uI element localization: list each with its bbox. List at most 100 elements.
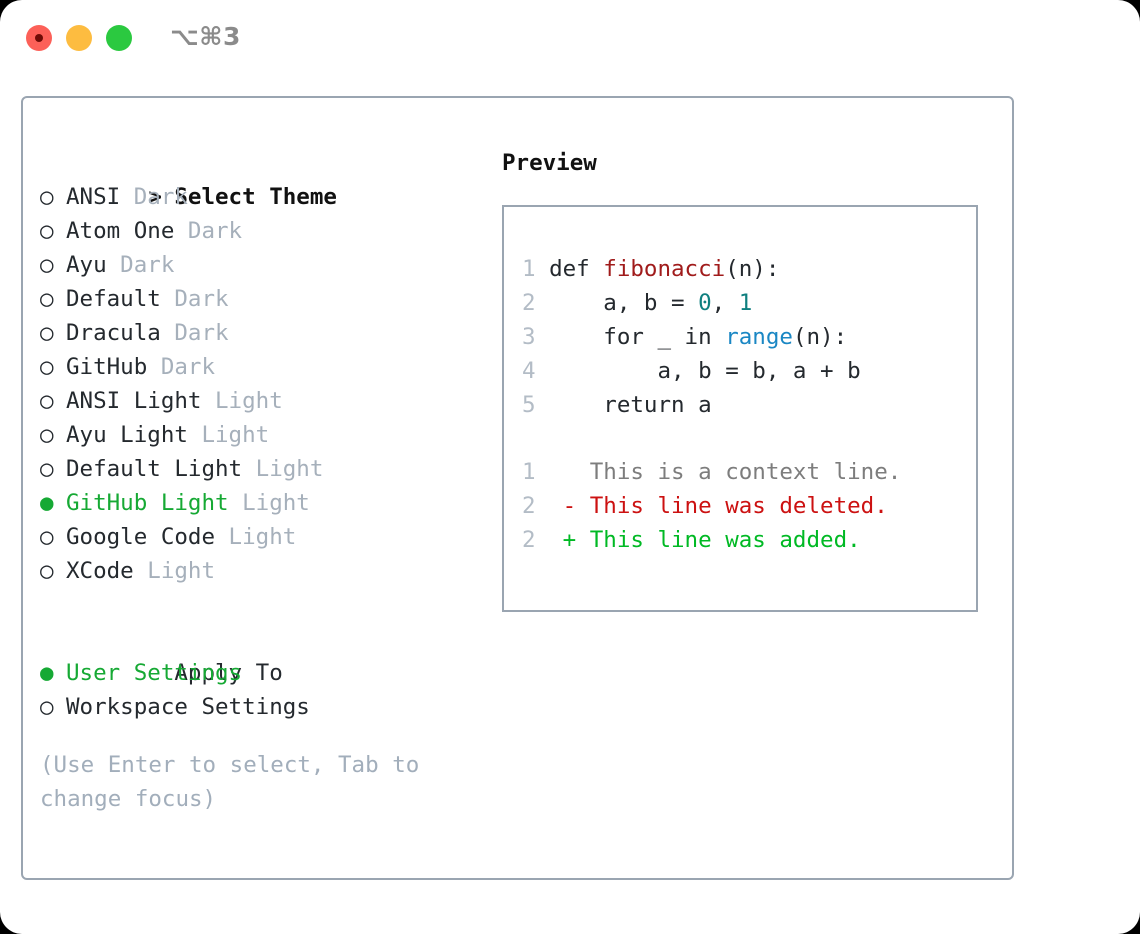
radio-unselected-icon: ○: [40, 252, 54, 278]
radio-unselected-icon: ○: [40, 558, 54, 584]
diff-line: 2 + This line was added.: [522, 523, 901, 557]
radio-unselected-icon: ○: [40, 694, 54, 720]
apply-to-option-label: Workspace Settings: [66, 694, 310, 720]
code-token-num: 1: [738, 290, 753, 316]
diff-sample: 1 This is a context line.2 - This line w…: [522, 455, 901, 557]
diff-line-number: 2: [522, 527, 536, 553]
code-token-plain: for _ in: [549, 324, 726, 350]
theme-option[interactable]: ○ ANSI Dark: [40, 180, 490, 214]
minimize-window-button[interactable]: [66, 25, 92, 51]
theme-option[interactable]: ○Default Light Light: [40, 452, 490, 486]
theme-option-label: Dracula: [66, 320, 161, 346]
radio-selected-icon: ●: [40, 660, 54, 686]
code-line-number: 1: [522, 256, 536, 282]
diff-text: This line was added.: [576, 527, 861, 553]
theme-list: ○ANSI Dark○Atom One Dark○Ayu Dark○Defaul…: [40, 180, 490, 588]
theme-option-label: Default: [66, 286, 161, 312]
theme-option-label: Ayu Light: [66, 422, 188, 448]
preview-title: Preview: [502, 150, 597, 176]
diff-line-number: 2: [522, 493, 536, 519]
title-bar: ⌥⌘3: [0, 0, 1140, 76]
diff-gutter-space: [536, 459, 563, 485]
radio-unselected-icon: ○: [40, 524, 54, 550]
keyboard-hint-text: (Use Enter to select, Tab to change focu…: [40, 752, 420, 812]
select-theme-label: Select Theme: [174, 184, 337, 210]
theme-option[interactable]: ●GitHub Light Light: [40, 486, 490, 520]
theme-option-tag: Dark: [174, 218, 243, 244]
radio-unselected-icon: ○: [40, 456, 54, 482]
theme-option-tag: Light: [228, 490, 310, 516]
theme-option[interactable]: ○ Ayu Light Light: [40, 418, 490, 452]
diff-sign: [563, 459, 577, 485]
code-line: 1 def fibonacci(n):: [522, 252, 861, 286]
traffic-light-group: [26, 25, 132, 51]
radio-unselected-icon: ○: [40, 320, 54, 346]
code-line-number: 3: [522, 324, 536, 350]
code-token-plain: ,: [711, 290, 739, 316]
radio-selected-icon: ●: [40, 490, 54, 516]
select-theme-header: >Select Theme: [40, 146, 490, 210]
apply-to-option[interactable]: ●User Settings: [40, 656, 490, 690]
theme-option-label: ANSI Light: [66, 388, 202, 414]
theme-option[interactable]: ○GitHub Dark: [40, 350, 490, 384]
code-token-fn: fibonacci: [603, 256, 726, 282]
code-line-number: 2: [522, 290, 536, 316]
theme-option-label: Default Light: [66, 456, 243, 482]
apply-to-label: Apply To: [174, 660, 283, 686]
code-line: 4 a, b = b, a + b: [522, 354, 861, 388]
radio-unselected-icon: ○: [40, 422, 54, 448]
apply-to-option[interactable]: ○ Workspace Settings: [40, 690, 490, 724]
code-token-plain: a, b = b, a + b: [549, 358, 861, 384]
theme-option-label: XCode: [66, 558, 134, 584]
diff-text: This is a context line.: [576, 459, 902, 485]
code-gutter-space: [536, 290, 550, 316]
theme-option[interactable]: ○ Dracula Dark: [40, 316, 490, 350]
theme-option[interactable]: ○ XCode Light: [40, 554, 490, 588]
diff-line: 2 - This line was deleted.: [522, 489, 901, 523]
theme-option-tag: Dark: [120, 184, 188, 210]
code-token-plain: return a: [549, 392, 712, 418]
code-token-plain: def: [549, 256, 604, 282]
radio-unselected-icon: ○: [40, 286, 54, 312]
code-token-plain: a, b =: [549, 290, 699, 316]
diff-sign: -: [562, 493, 577, 519]
code-line: 5 return a: [522, 388, 861, 422]
main-panel: >Select Theme ○ANSI Dark○Atom One Dark○A…: [21, 96, 1014, 880]
radio-unselected-icon: ○: [40, 184, 54, 210]
code-token-call: range: [725, 324, 793, 350]
theme-option-tag: Dark: [147, 354, 216, 380]
code-token-num: 0: [698, 290, 712, 316]
theme-option-tag: Light: [215, 524, 297, 550]
theme-picker-column: >Select Theme ○ANSI Dark○Atom One Dark○A…: [40, 146, 490, 816]
diff-gutter-space: [536, 527, 563, 553]
theme-option[interactable]: ○Default Dark: [40, 282, 490, 316]
close-window-button[interactable]: [26, 25, 52, 51]
code-line: 2 a, b = 0, 1: [522, 286, 861, 320]
theme-option-tag: Dark: [160, 320, 229, 346]
code-line-number: 5: [522, 392, 536, 418]
radio-unselected-icon: ○: [40, 218, 54, 244]
theme-option-label: Ayu: [66, 252, 107, 278]
preview-column: Preview 1 def fibonacci(n):2 a, b = 0, 1…: [502, 146, 992, 612]
diff-line: 1 This is a context line.: [522, 455, 901, 489]
code-line: 3 for _ in range(n):: [522, 320, 861, 354]
theme-option-tag: Light: [201, 388, 283, 414]
code-line-number: 4: [522, 358, 536, 384]
theme-option-tag: Light: [133, 558, 216, 584]
diff-text: This line was deleted.: [576, 493, 888, 519]
theme-option-label: ANSI: [66, 184, 121, 210]
theme-option[interactable]: ○Google Code Light: [40, 520, 490, 554]
apply-to-list: ●User Settings ○ Workspace Settings: [40, 656, 490, 724]
theme-option[interactable]: ○ANSI Light Light: [40, 384, 490, 418]
code-token-plain: (n):: [792, 324, 848, 350]
theme-option[interactable]: ○Atom One Dark: [40, 214, 490, 248]
maximize-window-button[interactable]: [106, 25, 132, 51]
theme-option-tag: Light: [187, 422, 270, 448]
theme-option[interactable]: ○Ayu Dark: [40, 248, 490, 282]
code-gutter-space: [536, 324, 550, 350]
radio-unselected-icon: ○: [40, 354, 54, 380]
apply-to-header: Apply To: [40, 622, 490, 686]
